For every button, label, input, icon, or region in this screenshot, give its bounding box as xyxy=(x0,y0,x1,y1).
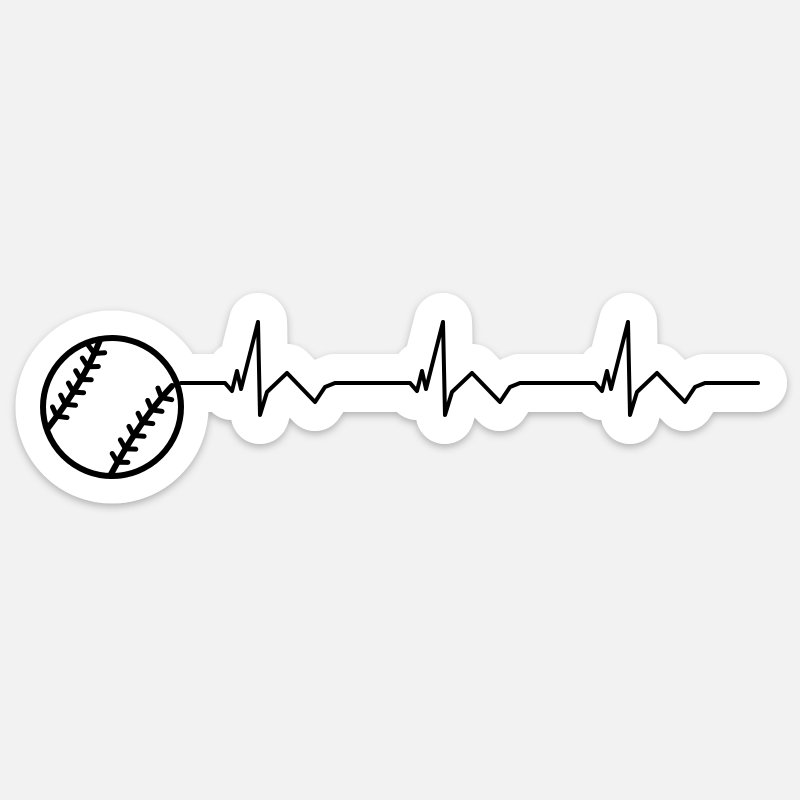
stitch xyxy=(140,420,156,427)
stitch xyxy=(54,413,70,421)
stitch xyxy=(62,401,79,408)
stitch xyxy=(159,395,175,403)
heartbeat-line-icon xyxy=(179,320,760,417)
stitch xyxy=(70,389,87,396)
stitch xyxy=(149,407,165,414)
sticker-border-line xyxy=(152,293,787,444)
stitch xyxy=(91,350,108,357)
stitch xyxy=(131,433,147,439)
baseball-icon xyxy=(40,335,184,479)
